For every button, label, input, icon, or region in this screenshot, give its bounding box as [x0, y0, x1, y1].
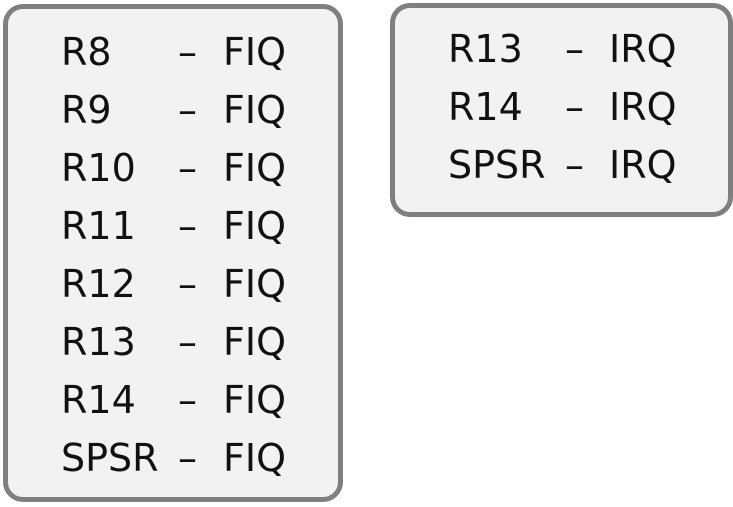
fiq-register-bank: R8 – FIQ R9 – FIQ R10 – FIQ R11 – FIQ R1…	[3, 4, 343, 502]
separator: –	[178, 204, 197, 248]
fiq-row-r10: R10 – FIQ	[8, 139, 338, 197]
mode-label: IRQ	[609, 85, 677, 129]
register-label: R13	[448, 27, 523, 71]
separator: –	[178, 88, 197, 132]
mode-label: FIQ	[223, 320, 286, 364]
separator: –	[565, 143, 584, 187]
mode-label: FIQ	[223, 436, 286, 480]
separator: –	[565, 27, 584, 71]
register-label: R8	[61, 30, 112, 74]
separator: –	[178, 30, 197, 74]
irq-row-r13: R13 – IRQ	[395, 20, 728, 78]
mode-label: FIQ	[223, 378, 286, 422]
register-label: R14	[61, 378, 136, 422]
fiq-row-r13: R13 – FIQ	[8, 313, 338, 371]
register-label: R11	[61, 204, 136, 248]
separator: –	[178, 146, 197, 190]
register-label: R10	[61, 146, 136, 190]
fiq-row-r14: R14 – FIQ	[8, 371, 338, 429]
register-label: R13	[61, 320, 136, 364]
irq-register-bank: R13 – IRQ R14 – IRQ SPSR – IRQ	[390, 3, 733, 217]
register-label: SPSR	[61, 436, 159, 480]
separator: –	[178, 262, 197, 306]
irq-row-r14: R14 – IRQ	[395, 78, 728, 136]
fiq-row-r12: R12 – FIQ	[8, 255, 338, 313]
separator: –	[178, 378, 197, 422]
fiq-row-r11: R11 – FIQ	[8, 197, 338, 255]
mode-label: FIQ	[223, 88, 286, 132]
register-label: SPSR	[448, 143, 546, 187]
mode-label: IRQ	[609, 143, 677, 187]
fiq-row-r8: R8 – FIQ	[8, 23, 338, 81]
mode-label: FIQ	[223, 262, 286, 306]
register-label: R9	[61, 88, 112, 132]
mode-label: IRQ	[609, 27, 677, 71]
fiq-row-spsr: SPSR – FIQ	[8, 429, 338, 487]
irq-row-spsr: SPSR – IRQ	[395, 136, 728, 194]
mode-label: FIQ	[223, 204, 286, 248]
mode-label: FIQ	[223, 30, 286, 74]
register-label: R14	[448, 85, 523, 129]
separator: –	[178, 320, 197, 364]
fiq-row-r9: R9 – FIQ	[8, 81, 338, 139]
register-label: R12	[61, 262, 136, 306]
separator: –	[565, 85, 584, 129]
mode-label: FIQ	[223, 146, 286, 190]
separator: –	[178, 436, 197, 480]
